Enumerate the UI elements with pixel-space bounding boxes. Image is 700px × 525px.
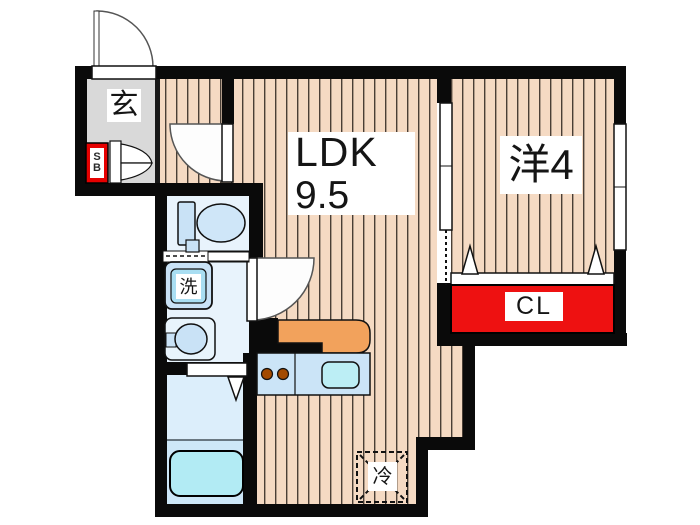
kitchen-unit: [256, 352, 371, 396]
entrance-step-edge: [155, 79, 160, 183]
kitchen-sink: [321, 361, 360, 389]
hall-door: [169, 123, 234, 183]
shoe-box: [85, 142, 109, 184]
vanity-sink: [164, 317, 216, 361]
front-door: [91, 10, 157, 80]
bathroom-folding-door: [186, 362, 248, 403]
refrigerator-label: 冷: [368, 462, 397, 491]
toilet: [177, 201, 246, 253]
ldk-label: LDK 9.5: [288, 132, 415, 215]
washer-label: 洗: [176, 274, 201, 299]
bathtub: [169, 450, 244, 497]
entrance-label: 玄: [107, 89, 141, 122]
shoe-box-label: S B: [93, 151, 101, 174]
stove-burners: [260, 367, 290, 381]
western-room-label: 洋4: [500, 136, 582, 194]
ldk-size: 9.5: [295, 174, 350, 217]
ldk-name: LDK: [295, 129, 378, 175]
closet-label: CL: [505, 292, 563, 321]
closet-door-track: [450, 243, 615, 287]
washroom-door: [246, 257, 315, 322]
partition-sliding-door: [439, 102, 453, 285]
refrigerator-space: [356, 451, 408, 503]
window: [613, 123, 627, 251]
toilet-sliding-door: [162, 250, 250, 263]
entrance-bifold-door: [109, 140, 153, 184]
